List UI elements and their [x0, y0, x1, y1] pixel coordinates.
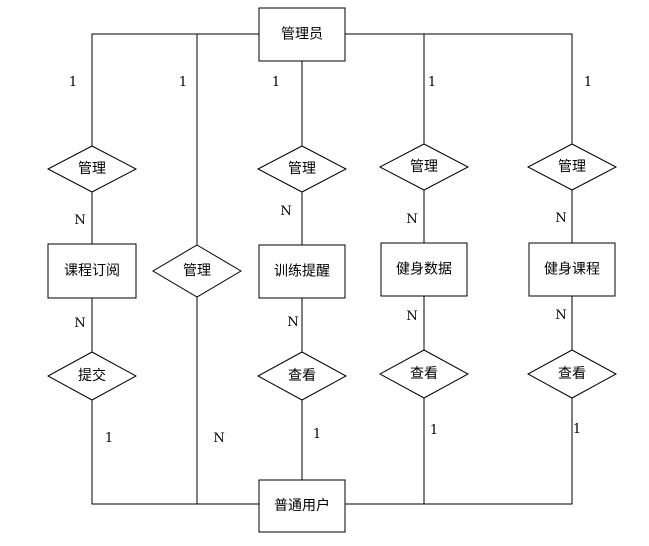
line-admin-to-manage-subscription [91, 33, 259, 146]
relationship-submit-diamond[interactable] [46, 351, 138, 401]
cardinality-view-course-user: 1 [573, 422, 581, 437]
cardinality-data-n-top: N [406, 212, 417, 227]
relationship-view-data-diamond[interactable] [378, 349, 470, 399]
relationship-manage-course-label: 管理 [558, 159, 586, 175]
cardinality-course-n-bottom: N [555, 308, 566, 323]
relationship-manage-user-diamond[interactable] [152, 244, 242, 298]
cardinality-course-n-top: N [555, 211, 566, 226]
relationship-manage-reminder[interactable]: 管理 [256, 145, 348, 193]
entity-admin[interactable]: 管理员 [258, 7, 346, 62]
relationship-view-course-label: 查看 [558, 366, 586, 382]
relationship-view-course-diamond[interactable] [526, 349, 618, 399]
entity-admin-label: 管理员 [281, 27, 323, 43]
cardinality-manage-user-n: N [213, 431, 224, 446]
entity-fitness-data-label: 健身数据 [396, 262, 452, 278]
cardinality-view-data-user: 1 [430, 423, 438, 438]
relationship-submit-label: 提交 [78, 367, 106, 384]
entity-admin-box[interactable] [258, 7, 346, 62]
relationship-manage-subscription-diamond[interactable] [46, 145, 138, 193]
relationship-submit[interactable]: 提交 [46, 351, 138, 401]
relationship-view-data[interactable]: 查看 [378, 349, 470, 399]
entity-fitness-course-label: 健身课程 [544, 262, 600, 278]
cardinality-subscription-n-top: N [74, 213, 85, 228]
relationship-manage-data-diamond[interactable] [378, 143, 470, 191]
entity-training-reminder[interactable]: 训练提醒 [258, 244, 346, 299]
relationship-view-reminder[interactable]: 查看 [256, 351, 348, 401]
line-view-course-to-user [424, 398, 573, 505]
relationship-manage-user[interactable]: 管理 [152, 244, 242, 298]
cardinality-admin-subscription: 1 [69, 75, 77, 90]
cardinality-admin-reminder: 1 [272, 75, 280, 90]
entity-fitness-course[interactable]: 健身课程 [528, 242, 616, 297]
cardinality-admin-data: 1 [428, 75, 436, 90]
line-manage-user-to-user [196, 297, 259, 505]
entity-user[interactable]: 普通用户 [258, 479, 346, 533]
entity-training-reminder-label: 训练提醒 [274, 264, 330, 280]
cardinality-admin-user: 1 [179, 75, 187, 90]
cardinality-view-reminder-user: 1 [313, 427, 321, 442]
relationship-manage-course[interactable]: 管理 [526, 143, 618, 191]
cardinality-subscription-n-bottom: N [74, 316, 85, 331]
entity-fitness-course-box[interactable] [528, 242, 616, 297]
entity-course-subscription-box[interactable] [47, 243, 137, 299]
relationship-view-reminder-diamond[interactable] [256, 351, 348, 401]
relationship-manage-user-label: 管理 [183, 263, 211, 279]
cardinality-submit-user: 1 [105, 431, 113, 446]
relationship-manage-data[interactable]: 管理 [378, 143, 470, 191]
entity-fitness-data[interactable]: 健身数据 [380, 242, 468, 297]
cardinality-reminder-n-top: N [280, 204, 291, 219]
cardinality-labels: 1 1 1 1 1 N N N N N N N N 1 N 1 1 1 [69, 75, 592, 446]
line-view-data-to-user [345, 398, 425, 505]
relationship-manage-data-label: 管理 [410, 159, 438, 175]
entity-course-subscription[interactable]: 课程订阅 [47, 243, 137, 299]
relationship-view-data-label: 查看 [410, 366, 438, 382]
relationship-manage-course-diamond[interactable] [526, 143, 618, 191]
entity-fitness-data-box[interactable] [380, 242, 468, 297]
entity-user-box[interactable] [258, 479, 346, 533]
relationship-lines [91, 33, 573, 505]
entity-training-reminder-box[interactable] [258, 244, 346, 299]
entity-course-subscription-label: 课程订阅 [64, 263, 120, 279]
line-submit-to-user [91, 400, 259, 505]
line-admin-to-manage-course [424, 33, 573, 144]
line-admin-to-manage-data [345, 33, 425, 144]
relationship-manage-reminder-label: 管理 [288, 161, 316, 177]
cardinality-admin-course: 1 [584, 75, 592, 90]
line-admin-to-manage-user [196, 33, 259, 245]
relationship-view-reminder-label: 查看 [288, 368, 316, 384]
relationship-manage-subscription[interactable]: 管理 [46, 145, 138, 193]
cardinality-reminder-n-bottom: N [287, 315, 298, 330]
relationship-manage-subscription-label: 管理 [78, 161, 106, 177]
cardinality-data-n-bottom: N [406, 309, 417, 324]
relationship-view-course[interactable]: 查看 [526, 349, 618, 399]
relationship-manage-reminder-diamond[interactable] [256, 145, 348, 193]
entity-user-label: 普通用户 [274, 497, 330, 514]
